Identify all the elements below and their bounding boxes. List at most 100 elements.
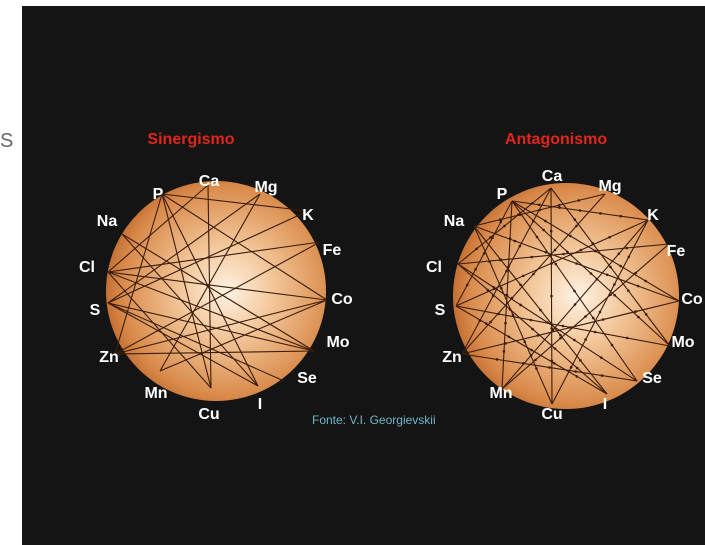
element-label-na: Na (444, 213, 465, 230)
element-label-ca: Ca (199, 173, 220, 190)
antagonism-line-dot (504, 342, 507, 345)
antagonism-line-dot (500, 221, 503, 224)
element-label-p: P (497, 186, 508, 203)
antagonism-line-dot (645, 313, 648, 316)
antagonism-line-dot (535, 367, 538, 370)
antagonism-line-dot (618, 253, 621, 256)
antagonism-line-dot (599, 311, 602, 314)
antagonism-line-dot (562, 325, 565, 328)
antagonism-line-dot (637, 285, 640, 288)
antagonism-line-dot (552, 329, 555, 332)
antagonism-line-dot (562, 253, 565, 256)
antagonism-line-dot (487, 289, 490, 292)
antagonism-line-dot (530, 319, 533, 322)
antagonism-line-dot (634, 272, 637, 275)
antagonism-line-dot (466, 284, 469, 287)
antagonism-line-dot (576, 375, 579, 378)
antagonism-line-dot (550, 230, 553, 233)
antagonism-line-dot (573, 339, 576, 342)
antagonism-line-dot (474, 268, 477, 271)
antagonism-line-dot (485, 322, 488, 325)
antagonism-line-dot (538, 204, 541, 207)
element-label-se: Se (297, 370, 317, 387)
antagonism-line-dot (553, 362, 556, 365)
antagonism-line-dot (600, 356, 603, 359)
antagonism-line-dot (575, 225, 578, 228)
antagonism-line-dot (574, 218, 577, 221)
antagonism-line-dot (580, 249, 583, 252)
antagonism-line-dot (508, 336, 511, 339)
antagonism-line-dot (489, 236, 492, 239)
antagonism-line-dot (628, 256, 631, 259)
antagonism-line-dot (503, 225, 506, 228)
antagonism-line-dot (626, 247, 629, 250)
element-label-zn: Zn (99, 349, 119, 366)
antagonism-line-dot (531, 202, 534, 205)
antagonism-line-dot (531, 328, 534, 331)
element-label-s: S (435, 302, 446, 319)
element-label-fe: Fe (667, 243, 686, 260)
antagonism-line-dot (499, 258, 502, 261)
antagonism-line-dot (602, 318, 605, 321)
element-label-mg: Mg (254, 179, 277, 196)
antagonism-line-dot (519, 245, 522, 248)
antagonism-line-dot (574, 370, 577, 373)
antagonism-line-dot (504, 322, 507, 325)
antagonism-line-dot (574, 303, 577, 306)
antagonism-line-dot (544, 220, 547, 223)
antagonism-line-dot (496, 358, 499, 361)
antagonism-line-dot (534, 359, 537, 362)
antagonism-line-dot (566, 250, 569, 253)
antagonism-line-dot (489, 321, 492, 324)
antagonism-line-dot (634, 310, 637, 313)
element-label-fe: Fe (323, 242, 342, 259)
element-label-zn: Zn (442, 349, 462, 366)
antagonism-line-dot (626, 337, 629, 340)
antagonism-line-dot (579, 359, 582, 362)
antagonism-line-dot (611, 344, 614, 347)
antagonism-line-dot (644, 280, 647, 283)
source-credit: Fonte: V.I. Georgievskii (312, 413, 436, 427)
antagonism-line-dot (519, 214, 522, 217)
element-label-cl: Cl (79, 259, 95, 276)
element-label-mo: Mo (671, 334, 694, 351)
element-label-k: K (647, 207, 659, 224)
element-label-mg: Mg (598, 178, 621, 195)
antagonism-line-dot (514, 240, 517, 243)
element-label-i: I (603, 396, 607, 413)
antagonism-line-dot (584, 315, 587, 318)
antagonism-line-dot (569, 235, 572, 238)
antagonism-line-dot (599, 212, 602, 215)
antagonism-line-dot (519, 284, 522, 287)
antagonism-line-dot (613, 294, 616, 297)
element-label-cl: Cl (426, 259, 442, 276)
antagonism-line-dot (608, 236, 611, 239)
antagonism-line-dot (609, 266, 612, 269)
antagonism-line-dot (551, 262, 554, 265)
antagonism-line-dot (558, 204, 561, 207)
antagonism-line-dot (627, 289, 630, 292)
antagonism-line-dot (546, 321, 549, 324)
antagonism-line-dot (576, 367, 579, 370)
antagonism-line-dot (619, 265, 622, 268)
element-label-ca: Ca (542, 168, 563, 185)
antagonism-line-dot (530, 349, 533, 352)
antagonism-line-dot (613, 283, 616, 286)
antagonism-line-dot (493, 286, 496, 289)
element-label-s: S (90, 302, 101, 319)
antagonism-line-dot (579, 209, 582, 212)
antagonism-line-dot (559, 334, 562, 337)
antagonism-line-dot (575, 262, 578, 265)
antagonism-line-dot (512, 314, 515, 317)
antagonism-line-dot (606, 273, 609, 276)
element-label-mn: Mn (489, 385, 512, 402)
antagonism-line-dot (544, 251, 547, 254)
element-label-k: K (302, 207, 314, 224)
antagonism-line-dot (488, 260, 491, 263)
antagonism-line-dot (578, 199, 581, 202)
antagonism-line-dot (570, 366, 573, 369)
antagonism-line-dot (522, 362, 525, 365)
